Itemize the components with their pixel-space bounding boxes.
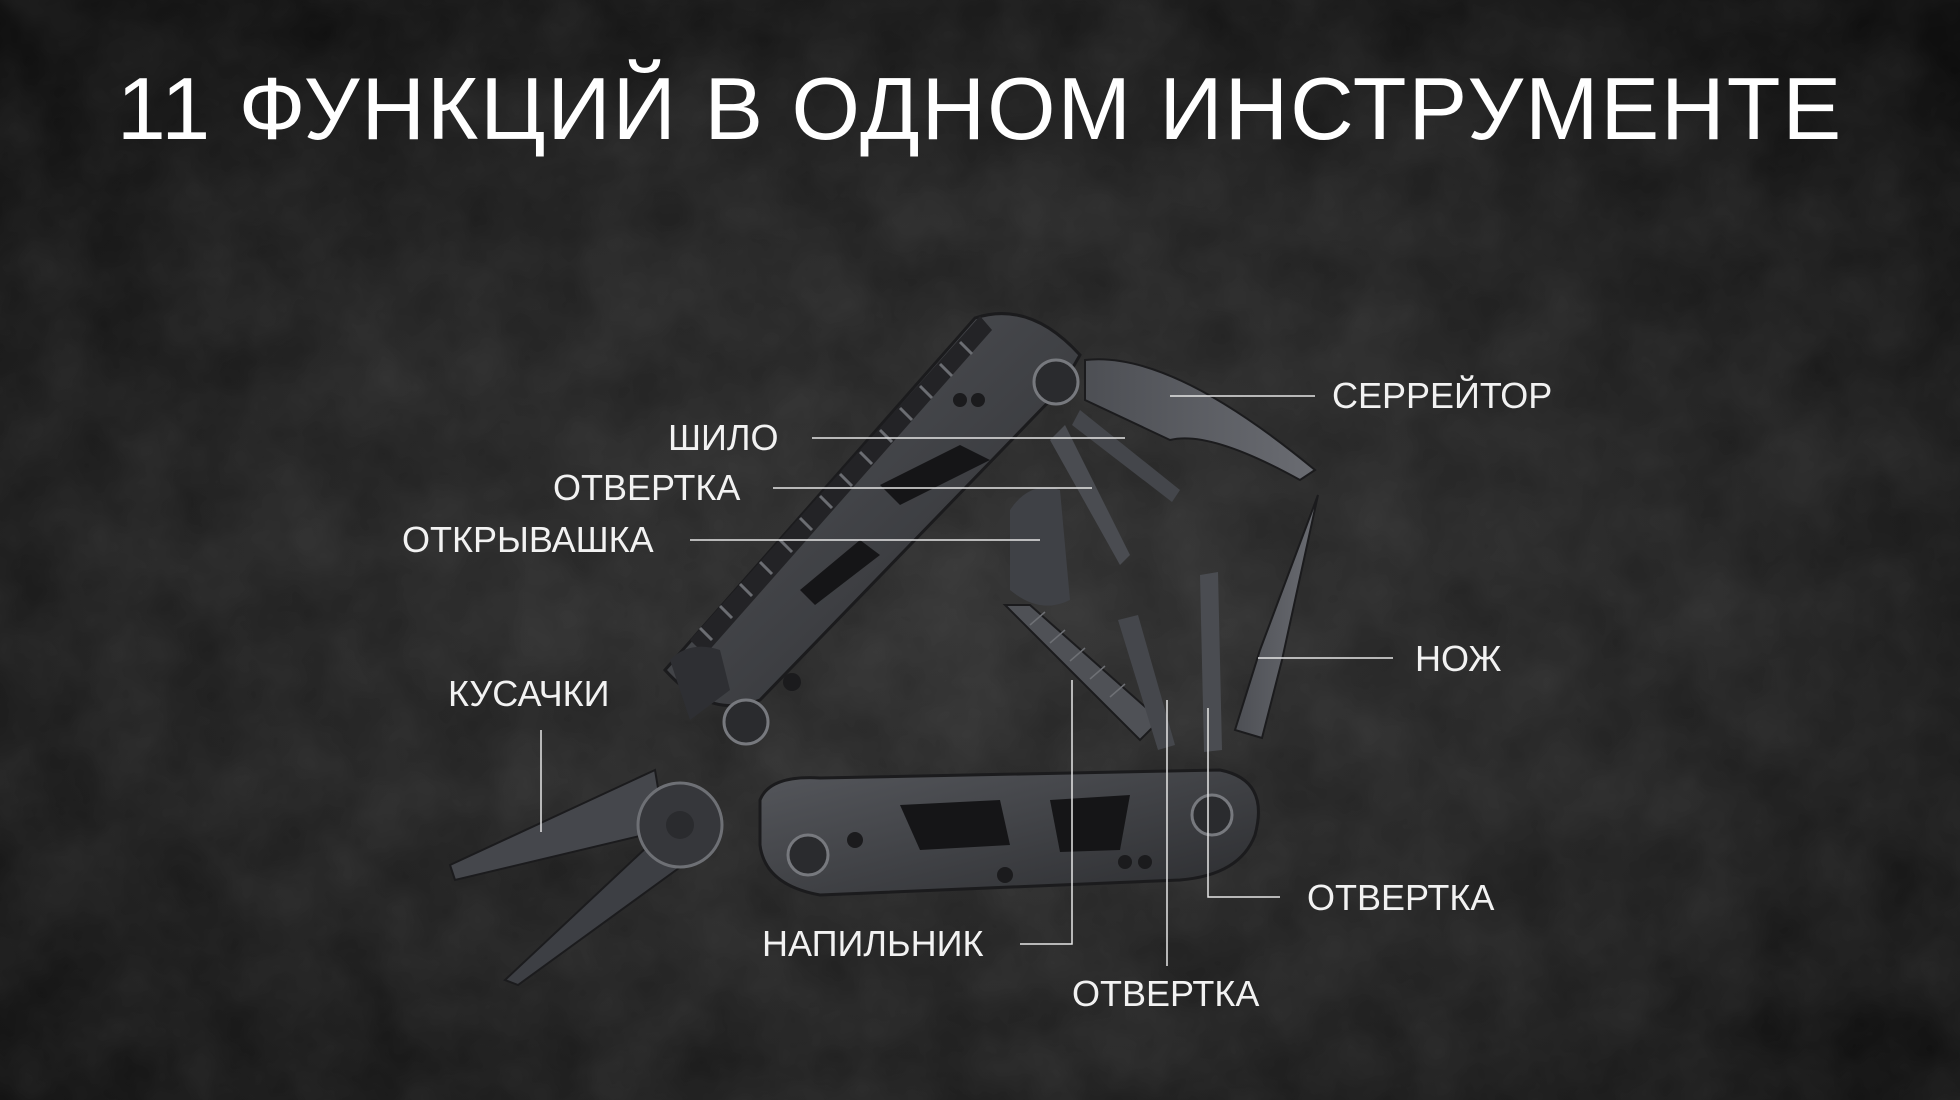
- screwdriver-bottom-tool: [1118, 615, 1175, 750]
- label-awl: ШИЛО: [668, 417, 779, 458]
- lower-handle: [758, 768, 1260, 897]
- label-bottle-opener: ОТКРЫВАШКА: [402, 519, 654, 560]
- label-serrator: СЕРРЕЙТОР: [1332, 375, 1553, 416]
- upper-handle: [662, 312, 1082, 746]
- knife-blade: [1233, 494, 1319, 740]
- label-screwdriver-right: ОТВЕРТКА: [1307, 877, 1495, 918]
- label-pliers: КУСАЧКИ: [448, 673, 610, 714]
- serrated-blade: [1084, 358, 1317, 482]
- awl-tool: [1050, 425, 1130, 565]
- bottle-opener-tool: [1010, 487, 1070, 606]
- label-screwdriver-top: ОТВЕРТКА: [553, 467, 741, 508]
- label-knife: НОЖ: [1415, 638, 1502, 679]
- pliers-jaws: [448, 646, 730, 987]
- screwdriver-right-tool: [1200, 572, 1222, 752]
- screwdriver-right-leader-line: [1207, 708, 1280, 898]
- label-screwdriver-bottom: ОТВЕРТКА: [1072, 973, 1260, 1014]
- file-leader-line: [1020, 680, 1073, 945]
- label-file: НАПИЛЬНИК: [762, 923, 984, 964]
- slide-title: 11 ФУНКЦИЙ В ОДНОМ ИНСТРУМЕНТЕ: [116, 59, 1844, 158]
- screwdriver-top-tool: [1072, 410, 1180, 502]
